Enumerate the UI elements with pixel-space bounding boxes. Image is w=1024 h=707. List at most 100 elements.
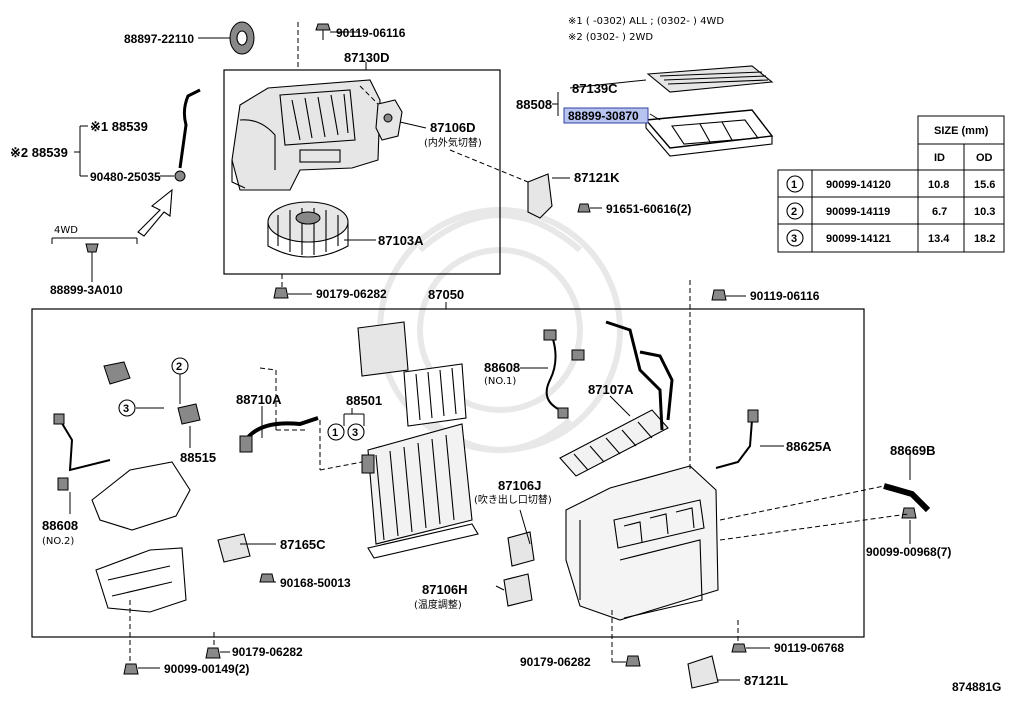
callout-3b-text: 3 <box>352 427 358 439</box>
callout-2 <box>171 357 189 375</box>
bracket-87121l <box>687 643 747 689</box>
table-row1-part: 90099-14120 <box>826 179 891 191</box>
callout-1-text: 1 <box>332 427 338 439</box>
label-87130d: 87130D <box>344 50 390 65</box>
label-91651: 91651-60616(2) <box>606 202 691 216</box>
hvac-case <box>565 465 719 621</box>
label-90119-mid: 90119-06116 <box>750 289 820 303</box>
leader-lines <box>69 22 911 681</box>
label-87106h: 87106H <box>422 582 468 597</box>
table-row1-id: 10.8 <box>928 179 949 191</box>
label-87121k: 87121K <box>574 170 620 185</box>
label-90119-bottom: 90119-06768 <box>774 641 844 655</box>
label-90168: 90168-50013 <box>280 576 351 590</box>
label-87106h-sub: (温度調整) <box>414 598 462 611</box>
label-4wd: 4WD <box>54 225 78 236</box>
callout-3b <box>347 423 365 441</box>
bracket-87121k <box>527 173 591 219</box>
servo-87106h <box>503 573 533 607</box>
label-87139c: 87139C <box>572 81 618 96</box>
label-87106d-sub: (内外気切替) <box>424 136 482 149</box>
table-row2-num: 2 <box>791 206 797 218</box>
table-col-od: OD <box>976 152 993 164</box>
label-88539-2: ※2 88539 <box>10 145 68 160</box>
table-row3-num: 3 <box>791 233 797 245</box>
note-1: ※1 ( -0302) ALL ; (0302- ) 4WD <box>568 16 724 27</box>
blower-motor <box>267 201 349 258</box>
highlight-88899-30870 <box>563 107 649 124</box>
label-88608-no1: 88608 <box>484 360 520 375</box>
harness-88608-no2 <box>53 413 111 491</box>
table-col-id: ID <box>934 152 945 164</box>
label-88897: 88897-22110 <box>124 32 194 46</box>
callout-3a <box>118 399 136 417</box>
seal-88897 <box>229 21 255 55</box>
diagram-id: 874881G <box>952 680 1001 694</box>
hose-88539 <box>174 88 201 182</box>
label-88669b: 88669B <box>890 443 936 458</box>
label-88710a: 88710A <box>236 392 282 407</box>
note-2: ※2 (0302- ) 2WD <box>568 32 653 43</box>
filter-frame-88899-30870 <box>644 109 774 157</box>
sensor-88625a <box>715 409 759 469</box>
callout-3a-text: 3 <box>123 403 129 415</box>
label-88539-1: ※1 88539 <box>90 119 148 134</box>
label-90179-b: 90179-06282 <box>232 645 303 659</box>
label-88608-no1-sub: (NO.1) <box>484 376 516 387</box>
label-87106j: 87106J <box>498 478 541 493</box>
callout-1 <box>327 423 345 441</box>
table-row2-part: 90099-14119 <box>826 206 890 218</box>
valve-part <box>103 361 131 385</box>
label-87106d: 87106D <box>430 120 476 135</box>
label-90099-968: 90099-00968(7) <box>866 545 951 559</box>
blower-case <box>231 79 381 191</box>
blower-assembly-box <box>223 69 501 275</box>
duct-pieces <box>91 461 191 613</box>
label-88515: 88515 <box>180 450 216 465</box>
label-87103a: 87103A <box>378 233 424 248</box>
table-row3-od: 18.2 <box>974 233 995 245</box>
label-88608-no2: 88608 <box>42 518 78 533</box>
table-row1-od: 15.6 <box>974 179 995 191</box>
screw-90119-top <box>315 23 331 40</box>
hvac-unit-box <box>31 308 865 638</box>
plug-88899-3a010 <box>51 237 138 282</box>
servo-87165c <box>217 533 275 583</box>
block-88515 <box>177 403 201 425</box>
table-row3-id: 13.4 <box>928 233 950 245</box>
harness-88608-no1 <box>543 329 585 419</box>
label-88899-3a010: 88899-3A010 <box>50 283 123 297</box>
table-row2-od: 10.3 <box>974 206 995 218</box>
heater-core-87107a <box>559 320 674 477</box>
direction-arrow <box>137 188 173 237</box>
table-row1-num: 1 <box>791 179 797 191</box>
air-filter-panels <box>357 321 467 427</box>
label-87165c: 87165C <box>280 537 326 552</box>
label-90119-top: 90119-06116 <box>336 26 406 40</box>
table-row3-part: 90099-14121 <box>826 233 891 245</box>
fasteners <box>123 287 727 675</box>
callout-2-text: 2 <box>176 361 182 373</box>
label-88608-no2-sub: (NO.2) <box>42 536 74 547</box>
filter-87139c <box>646 65 774 93</box>
label-87050: 87050 <box>428 287 464 302</box>
servo-87106j <box>507 531 535 567</box>
servo-87106d <box>375 99 403 141</box>
label-87106j-sub: (吹き出し口切替) <box>474 493 552 506</box>
label-87121l: 87121L <box>744 673 788 688</box>
label-88625a: 88625A <box>786 439 832 454</box>
table-header: SIZE (mm) <box>934 125 989 137</box>
label-87107a: 87107A <box>588 382 634 397</box>
label-90480: 90480-25035 <box>90 170 161 184</box>
evaporator-88501 <box>361 423 479 559</box>
label-90099-149: 90099-00149(2) <box>164 662 249 676</box>
label-88899-30870: 88899-30870 <box>568 109 639 123</box>
hose-88669b <box>883 483 931 519</box>
size-table <box>777 115 1005 253</box>
label-90179-a: 90179-06282 <box>316 287 387 301</box>
table-row2-id: 6.7 <box>932 206 947 218</box>
label-90179-c: 90179-06282 <box>520 655 591 669</box>
label-88501: 88501 <box>346 393 382 408</box>
